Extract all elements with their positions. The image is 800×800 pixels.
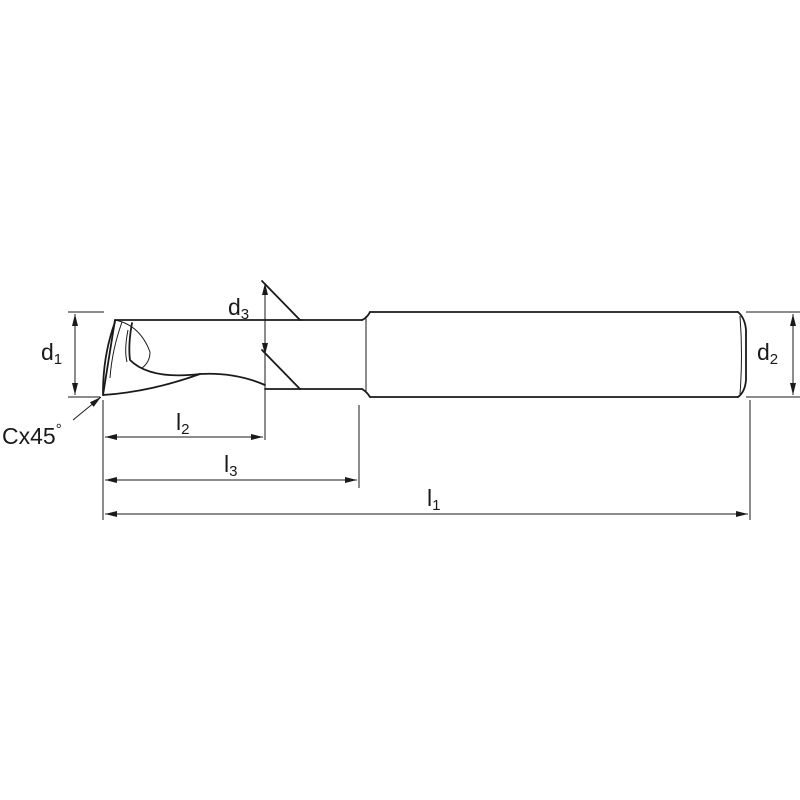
relief-top-diagonal: [261, 280, 301, 321]
extension-lines: [102, 400, 751, 520]
shank-end-chamfer: [737, 311, 747, 398]
dimension-l2: l2: [105, 409, 263, 440]
flute-inner-3: [125, 329, 129, 363]
d1-label: d1: [41, 339, 62, 368]
front-face: [102, 319, 116, 396]
relief-bottom-diagonal: [261, 349, 301, 390]
flute-top-curve: [114, 319, 151, 369]
l3-label: l3: [224, 451, 237, 480]
flute-lower-curve: [102, 372, 266, 396]
d3-label: d3: [228, 294, 249, 323]
chamfer-callout: Cx45°: [2, 396, 102, 449]
dimension-d2: d2: [746, 311, 800, 398]
flute-inner: [102, 321, 116, 394]
flute-helix: [128, 322, 201, 377]
flute-inner-2: [109, 321, 123, 379]
dimension-l3: l3: [105, 451, 357, 483]
l1-label: l1: [427, 485, 440, 514]
dimension-d1: d1: [41, 311, 104, 398]
l2-label: l2: [176, 409, 189, 438]
shank-end-line: [739, 315, 742, 395]
d2-label: d2: [757, 339, 778, 368]
dimension-l1: l1: [105, 485, 748, 517]
dimension-d3: d3: [228, 283, 268, 440]
tool-outline: [102, 280, 747, 398]
chamfer-label: Cx45°: [2, 421, 62, 449]
